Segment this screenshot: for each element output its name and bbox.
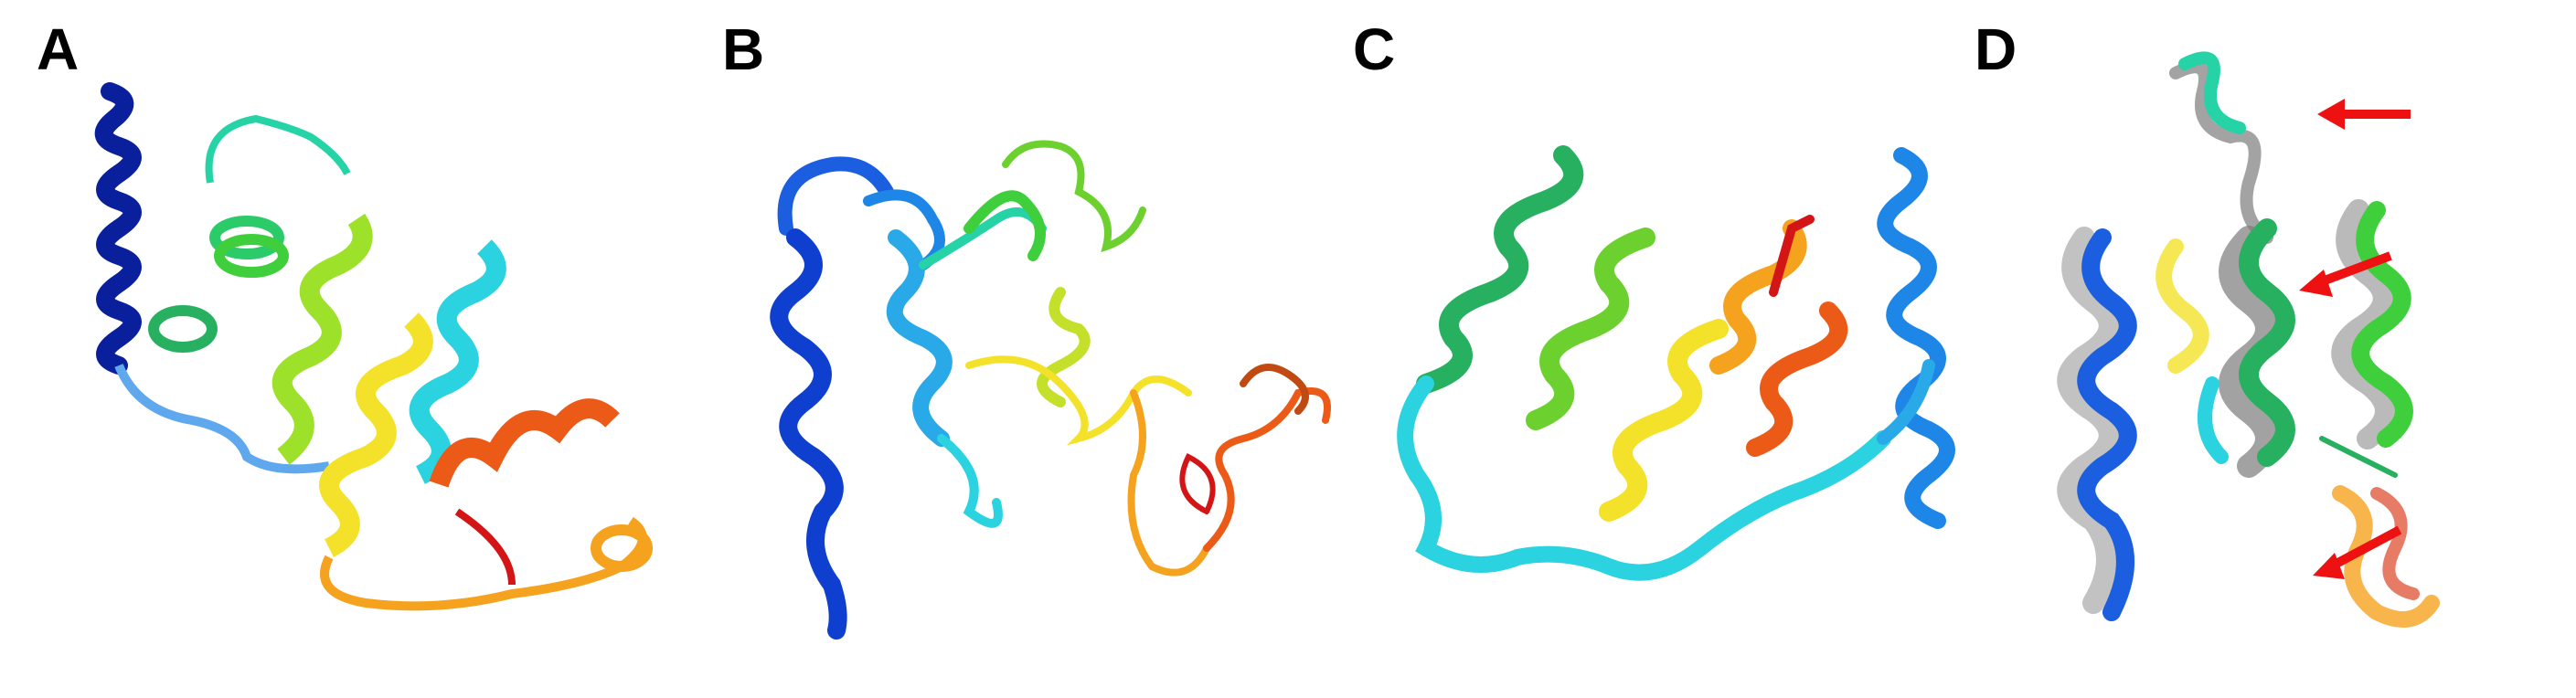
panel-b-label: B	[722, 16, 765, 82]
panel-c: C	[1335, 0, 1975, 698]
panel-a: A	[0, 0, 695, 698]
loop-a4	[454, 508, 516, 586]
protein-structure-b	[770, 140, 1331, 640]
panel-d-label: D	[1975, 16, 2017, 82]
protein-structure-d	[2057, 51, 2440, 628]
protein-structure-c	[1397, 145, 1955, 581]
helix-red-a	[429, 398, 620, 488]
structure-d	[2057, 51, 2440, 628]
loop-a3	[320, 516, 647, 611]
panel-a-label: A	[37, 16, 80, 82]
helix-lime-a	[271, 213, 373, 465]
structure-c	[1397, 145, 1955, 581]
panel-c-label: C	[1353, 16, 1396, 82]
helix-cyan-a	[409, 239, 506, 484]
helix-yellow-a	[319, 312, 433, 557]
panel-d: D	[1975, 0, 2576, 698]
loop-a2	[205, 114, 351, 184]
helix-blue-a	[94, 82, 142, 375]
panel-b: B	[695, 0, 1335, 698]
red-arrows	[2299, 99, 2411, 579]
structure-b	[770, 140, 1331, 640]
protein-structure-a	[94, 82, 653, 611]
loop-a1	[114, 364, 330, 474]
helix-green-a	[148, 216, 289, 353]
helix-orange-a	[591, 524, 653, 572]
